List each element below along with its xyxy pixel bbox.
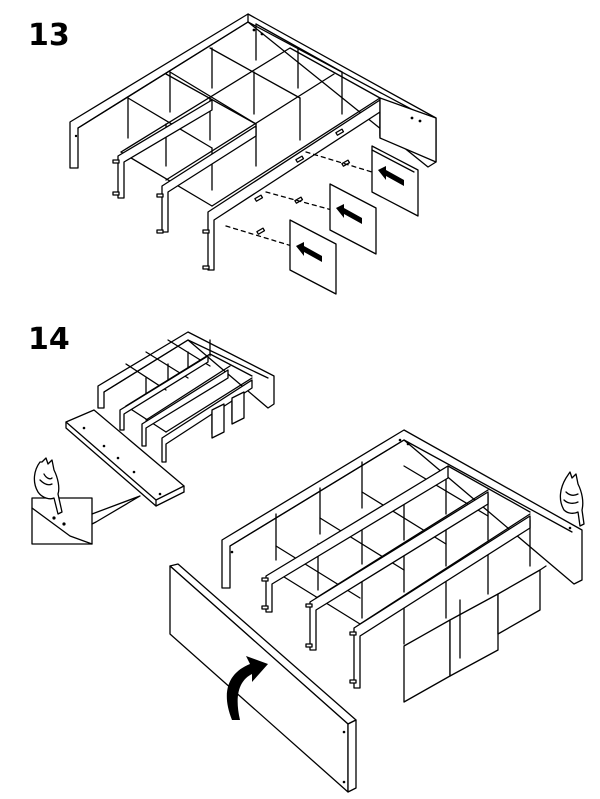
arrow-icon <box>336 204 362 224</box>
step-14-loose-board <box>65 409 185 507</box>
finger-press-icon <box>33 457 63 515</box>
arrow-icon <box>296 242 322 262</box>
step-14-large-grid <box>221 429 583 703</box>
step-14-long-panel <box>169 563 357 793</box>
step-14-detail-inset <box>31 495 141 545</box>
step-13-insert-panel-2 <box>329 183 377 255</box>
step-13-insert-panel-1 <box>371 145 419 217</box>
step-13-number: 13 <box>28 18 70 53</box>
step-13-front-dividers <box>117 99 381 271</box>
step-13-side-panel <box>74 28 437 163</box>
step-14-side-detail <box>230 438 572 554</box>
rotate-arrow-icon <box>226 656 268 720</box>
step-13-illustration <box>69 13 437 295</box>
step-13-insertion-guides <box>225 151 373 247</box>
arrow-icon <box>378 166 404 186</box>
step-13-insert-panel-3 <box>289 219 337 295</box>
dowel-icon <box>261 577 357 684</box>
step-13-back-panel <box>69 13 437 169</box>
dowel-icon <box>112 128 351 270</box>
step-14-number: 14 <box>28 322 70 357</box>
step-13-divider-grid <box>77 21 429 207</box>
step-14-small-grid <box>97 331 275 463</box>
finger-press-icon <box>559 471 585 527</box>
